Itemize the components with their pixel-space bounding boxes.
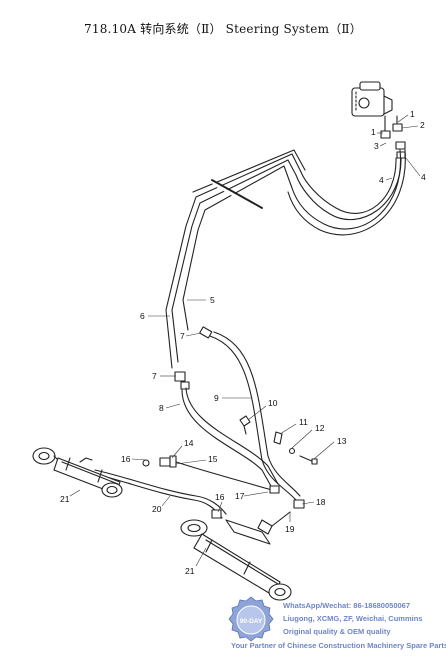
callout-5: 5 [210,295,215,305]
callout-13: 13 [337,436,347,446]
hose-8 [181,387,279,489]
steering-cylinder-left [32,447,123,498]
callout-9: 9 [214,393,219,403]
callout-labels: 1 2 1 3 4 4 5 6 7 7 8 9 10 11 12 13 14 1… [60,109,426,576]
steering-hoses [287,149,406,236]
callout-18: 18 [316,497,326,507]
callout-20: 20 [152,504,162,514]
callout-2: 2 [420,120,425,130]
page-title: 718.10A 转向系统（Ⅱ） Steering System（Ⅱ） [84,22,362,36]
callout-12: 12 [315,423,325,433]
callout-15: 15 [208,454,218,464]
callout-4a: 4 [379,175,384,185]
callout-4b: 4 [421,172,426,182]
callout-21a: 21 [60,494,70,504]
steering-cylinder-right [180,509,292,601]
watermark-contact-line: WhatsApp/Wechat: 86-18680050067 [283,601,411,610]
callout-14: 14 [184,438,194,448]
fittings-17-19 [257,485,305,535]
callout-6: 6 [140,311,145,321]
callout-1b: 1 [371,127,376,137]
leader-lines [69,114,421,567]
callout-16b: 16 [215,492,225,502]
fitting-10 [239,415,251,435]
tube-fittings [174,326,213,390]
watermark-quality-line: Original quality & OEM quality [283,627,391,636]
callout-1a: 1 [410,109,415,119]
watermark-brands-line: Liugong, XCMG, ZF, Weichai, Cummins [283,614,423,623]
hose-9 [209,331,301,501]
steel-tubes [165,149,306,369]
callout-19: 19 [285,524,295,534]
steering-unit-fittings [380,115,406,159]
watermark-seal: 90-DAY [228,596,274,642]
callout-3: 3 [374,141,379,151]
callout-7a: 7 [180,331,185,341]
callout-16a: 16 [121,454,131,464]
bolt-assembly [273,431,318,465]
callout-11: 11 [299,417,308,427]
watermark-slogan-line: Your Partner of Chinese Construction Mac… [231,641,446,650]
callout-10: 10 [268,398,278,408]
watermark-badge-text: 90-DAY [240,618,263,625]
callout-8: 8 [159,403,164,413]
callout-7b: 7 [152,371,157,381]
fittings-14-16 [142,455,177,468]
callout-17: 17 [235,491,245,501]
steering-unit [351,81,393,117]
tube-break-mark [211,179,266,214]
callout-21b: 21 [185,566,195,576]
